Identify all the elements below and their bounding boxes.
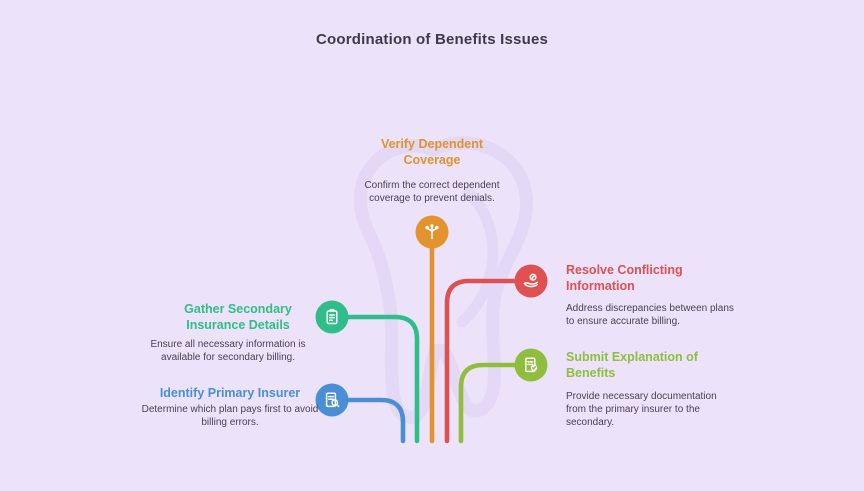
tooth-watermark (353, 136, 533, 424)
document-check-icon (521, 355, 541, 375)
hand-coin-icon (521, 271, 541, 291)
heading-submit-explanation-of-benefits: Submit Explanation of Benefits (566, 350, 698, 380)
description-gather-secondary-insurance-details: Ensure all necessary information is avai… (150, 339, 306, 363)
stem-line-gather (345, 314, 420, 444)
page-title: Coordination of Benefits Issues (315, 31, 549, 48)
stem-line-identify (345, 397, 406, 444)
heading-identify-primary-insurer: Identify Primary Insurer (159, 386, 301, 400)
description-verify-dependent-coverage: Confirm the correct dependent coverage t… (364, 180, 500, 204)
heading-verify-dependent-coverage: Verify Dependent Coverage (380, 137, 484, 167)
description-resolve-conflicting-information: Address discrepancies between plans to e… (566, 303, 734, 327)
plant-branch-icon (422, 222, 442, 242)
stem-line-resolve (444, 278, 518, 444)
description-identify-primary-insurer: Determine which plan pays first to avoid… (141, 404, 319, 428)
heading-gather-secondary-insurance-details: Gather Secondary Insurance Details (184, 302, 292, 332)
clipboard-list-icon (322, 307, 342, 327)
node-circle-identify (315, 383, 349, 417)
heading-resolve-conflicting-information: Resolve Conflicting Information (566, 263, 683, 293)
description-submit-explanation-of-benefits: Provide necessary documentation from the… (566, 391, 717, 428)
stem-line-submit (458, 362, 518, 444)
node-circle-resolve (514, 264, 548, 298)
document-search-icon (322, 390, 342, 410)
